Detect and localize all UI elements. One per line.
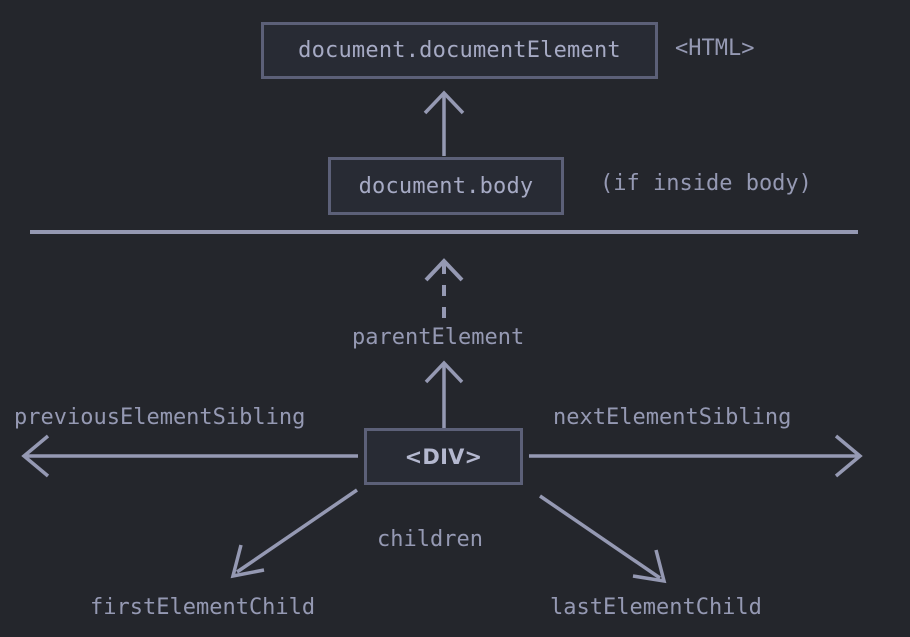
note-html-tag: <HTML> <box>675 36 755 61</box>
edge-label-last-element-child: lastElementChild <box>550 595 762 620</box>
arrow-parentelement-dashed <box>424 258 464 318</box>
arrow-body-to-documentelement <box>423 90 465 156</box>
node-document-body-label: document.body <box>358 173 534 199</box>
arrow-next-element-sibling <box>529 434 863 478</box>
edge-label-parent-element: parentElement <box>352 325 525 350</box>
node-document-document-element-label: document.documentElement <box>298 38 621 63</box>
note-if-inside-body: (if inside body) <box>600 171 812 196</box>
node-current-div-element[interactable]: <DIV> <box>364 428 523 485</box>
node-current-div-element-label: <DIV> <box>404 444 483 469</box>
node-document-document-element[interactable]: document.documentElement <box>261 22 658 79</box>
node-document-body[interactable]: document.body <box>328 157 564 215</box>
arrow-first-element-child <box>230 488 358 579</box>
arrow-previous-element-sibling <box>21 434 358 478</box>
edge-label-first-element-child: firstElementChild <box>90 595 316 620</box>
arrow-div-to-parentelement <box>424 360 464 428</box>
edge-label-previous-element-sibling: previousElementSibling <box>14 405 306 430</box>
edge-label-children: children <box>377 527 483 552</box>
arrow-last-element-child <box>539 494 667 584</box>
edge-label-next-element-sibling: nextElementSibling <box>553 405 792 430</box>
